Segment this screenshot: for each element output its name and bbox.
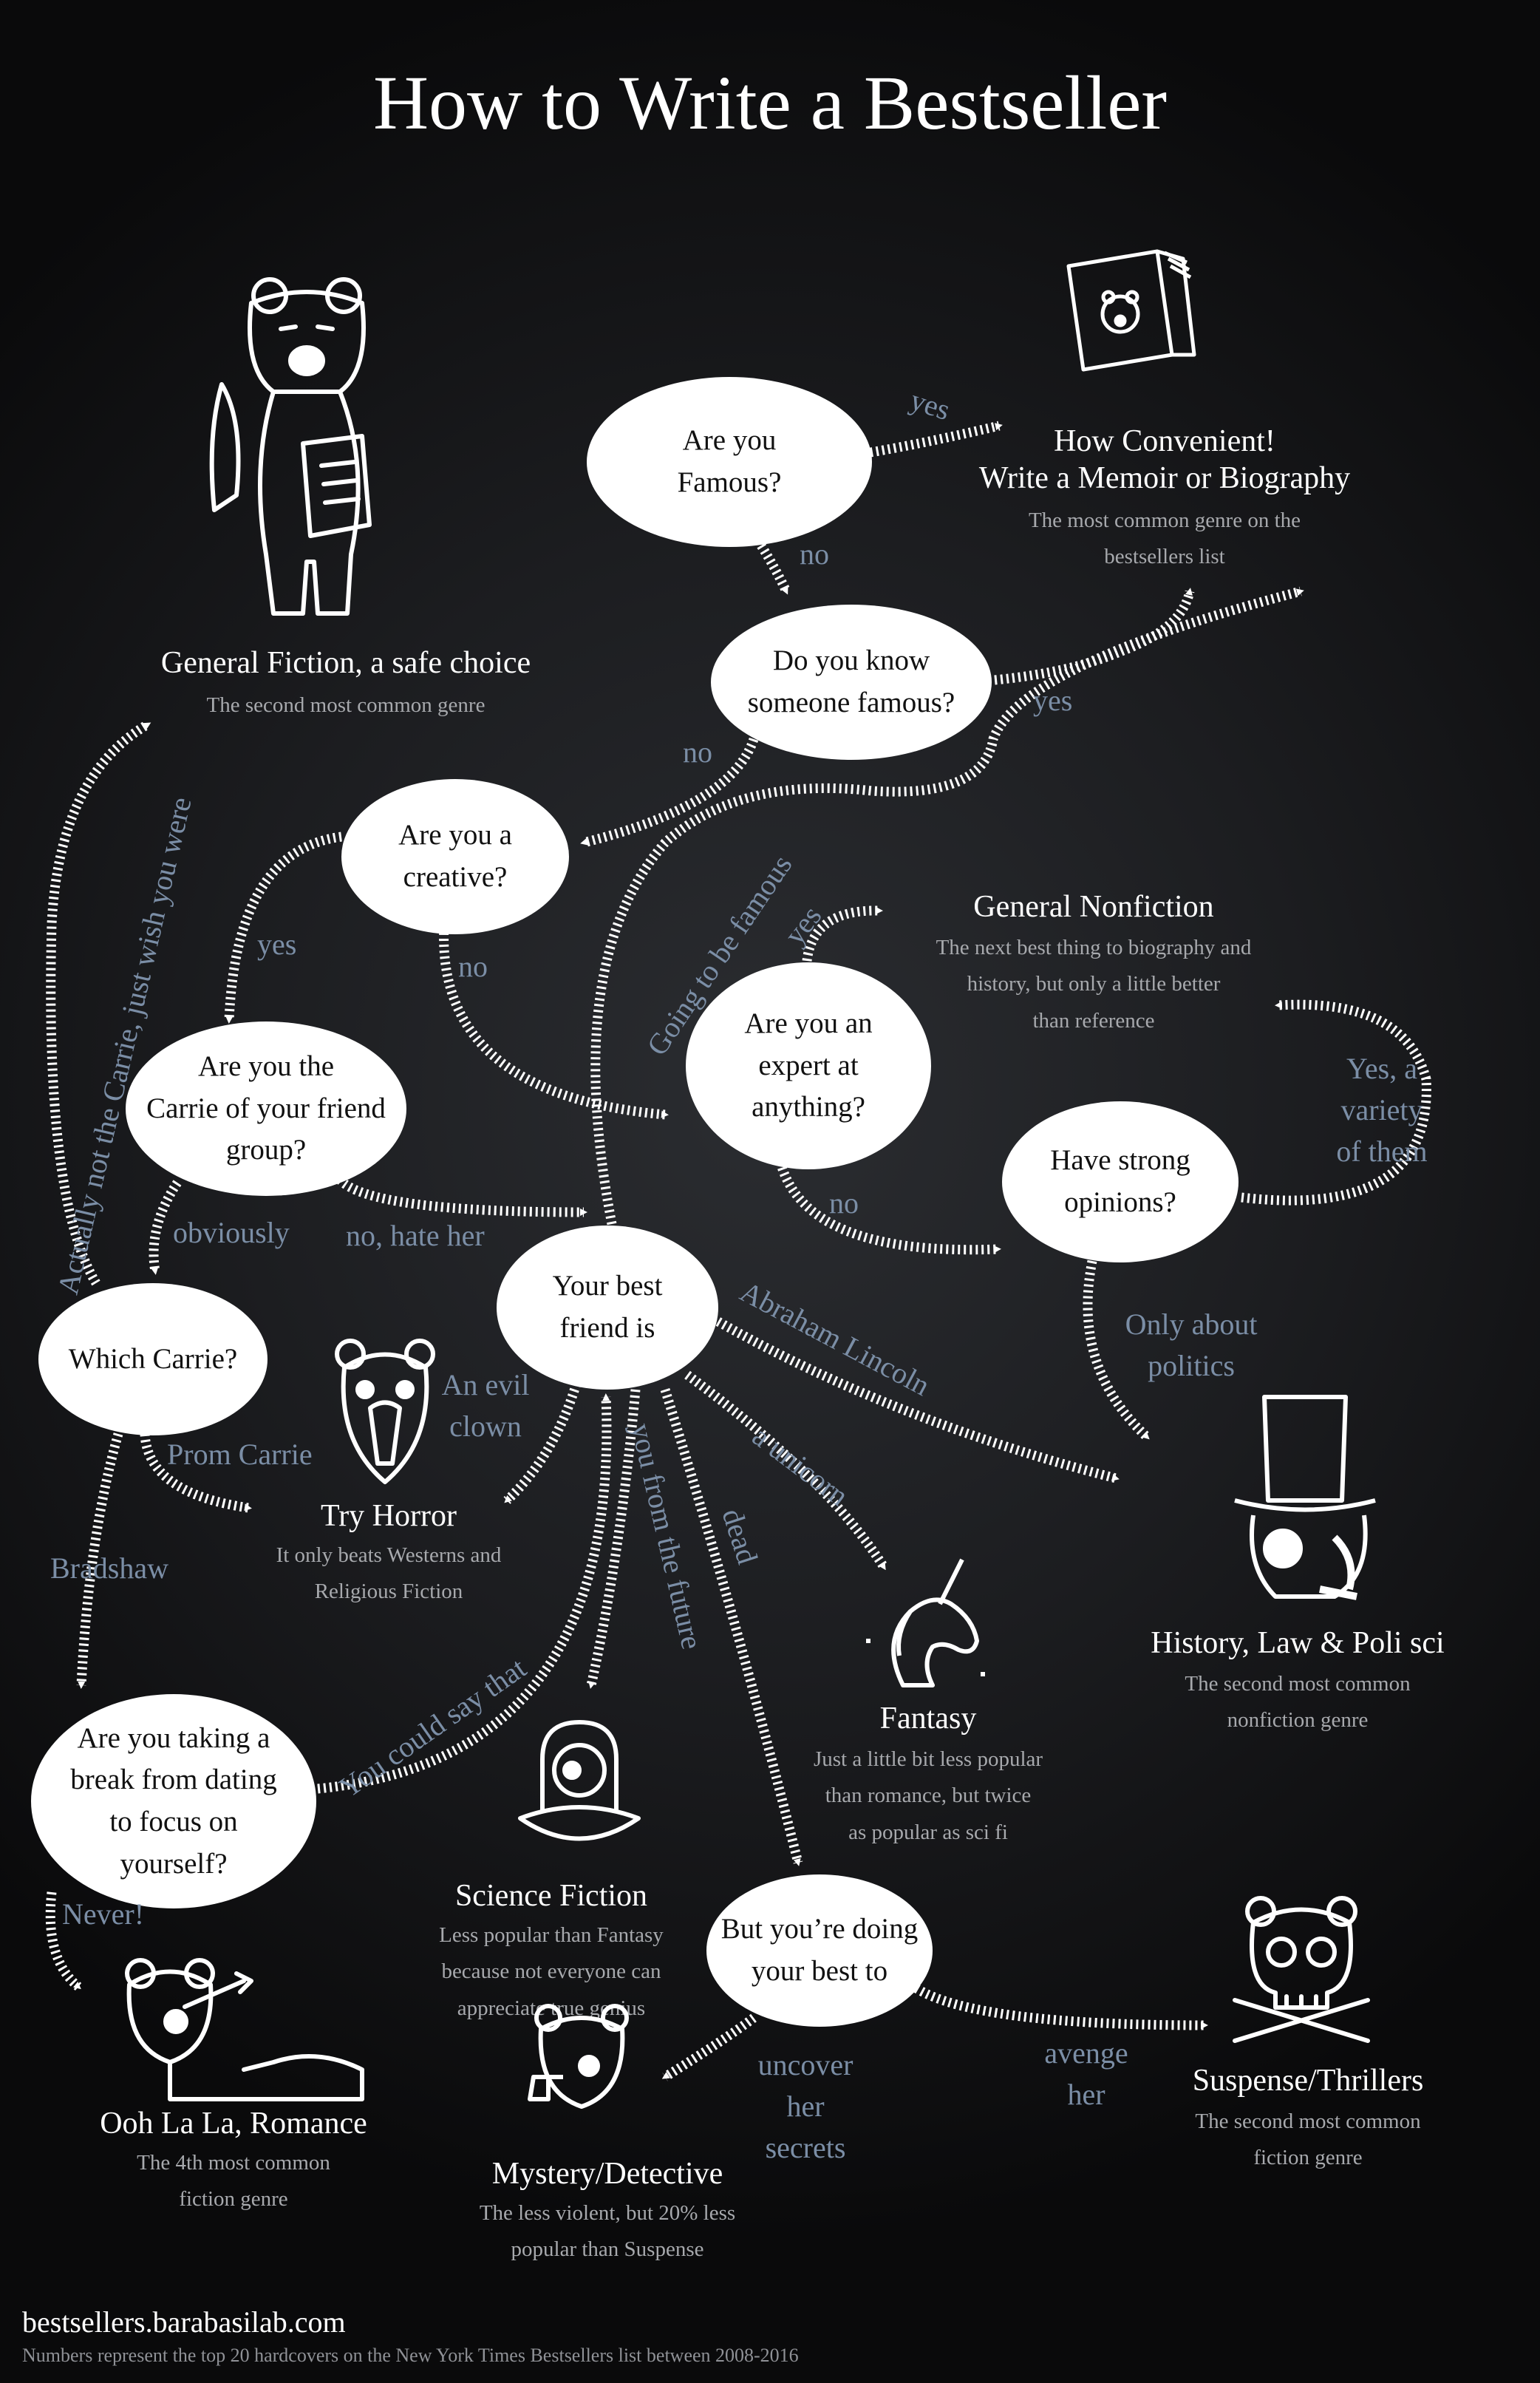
edge-label-yes-know: yes <box>1033 684 1073 717</box>
outcome-scifi-title: Science Fiction <box>454 1879 648 1913</box>
arrow-famous-to-know <box>757 543 791 595</box>
outcome-general-fiction-title: General Fiction, a safe choice <box>160 646 531 680</box>
question-doing-best: But you’re doing your best to <box>706 1874 933 2027</box>
question-expert: Are you an expert at anything? <box>686 962 931 1169</box>
outcome-fantasy-note: Just a little bit less popular than roma… <box>813 1747 1043 1844</box>
question-best-friend: Your best friend is <box>497 1226 718 1390</box>
top-hat-lincoln-icon <box>1224 1390 1386 1611</box>
alien-spaceship-icon <box>513 1715 646 1863</box>
arrow-doing-best-to-suspense <box>913 1984 1208 2030</box>
question-dating-break: Are you taking a break from dating to fo… <box>31 1694 316 1908</box>
edge-label-no-expert: no <box>829 1186 859 1220</box>
question-opinions: Have strong opinions? <box>1002 1101 1239 1262</box>
footer-note: Numbers represent the top 20 hardcovers … <box>22 2345 799 2366</box>
arrow-know-to-creative <box>580 737 759 848</box>
question-famous: Are you Famous? <box>587 377 872 547</box>
outcome-memoir-title: How Convenient! Write a Memoir or Biogra… <box>978 424 1351 496</box>
edge-label-bradshaw: Bradshaw <box>50 1551 168 1585</box>
bear-writer-illustration <box>192 273 414 628</box>
bear-romance-illustration <box>96 1951 377 2107</box>
outcome-mystery-title: Mystery/Detective <box>491 2157 723 2191</box>
edge-label-no-creative: no <box>458 950 488 983</box>
question-which-carrie: Which Carrie? <box>38 1283 268 1435</box>
outcome-fantasy-title: Fantasy <box>879 1702 977 1736</box>
arrow-best-friend-to-horror <box>503 1382 582 1504</box>
outcome-history-title: History, Law & Poli sci <box>1151 1626 1445 1660</box>
arrow-know-to-memoir <box>994 588 1195 685</box>
outcome-general-fiction-note: The second most common genre <box>206 693 485 717</box>
clown-bear-icon <box>330 1338 440 1486</box>
arrow-best-friend-to-memoir <box>590 586 1304 1226</box>
outcome-horror-title: Try Horror <box>321 1499 457 1533</box>
question-carrie: Are you the Carrie of your friend group? <box>126 1021 406 1196</box>
edge-label-avenge: avenge her <box>1044 2036 1128 2111</box>
arrow-expert-to-general-nonfiction <box>802 905 883 962</box>
arrow-creative-to-expert <box>439 914 669 1120</box>
outcome-general-nonfiction-note: The next best thing to biography and his… <box>936 936 1252 1033</box>
arrow-which-to-horror <box>140 1433 252 1513</box>
edge-label-prom-carrie: Prom Carrie <box>167 1438 313 1471</box>
book-icon <box>1054 244 1202 377</box>
outcome-romance-title: Ooh La La, Romance <box>100 2107 367 2141</box>
arrow-carrie-to-which <box>149 1180 182 1275</box>
page-title: How to Write a Bestseller <box>372 61 1168 146</box>
unicorn-icon <box>851 1552 999 1700</box>
arrow-expert-to-opinions <box>775 1160 1001 1255</box>
edge-label-evil-clown: An evil clown <box>441 1368 530 1443</box>
question-know-famous: Do you know someone famous? <box>711 605 992 760</box>
edge-label-never: Never! <box>62 1897 145 1931</box>
arrow-best-friend-to-fantasy <box>684 1370 888 1571</box>
edge-label-no-know: no <box>683 735 712 769</box>
edge-label-only-politics: Only about politics <box>1125 1308 1258 1382</box>
arrow-famous-to-memoir <box>869 421 1003 458</box>
skull-crossbones-icon <box>1224 1889 1379 2044</box>
edge-label-no-famous: no <box>800 537 829 571</box>
outcome-suspense-title: Suspense/Thrillers <box>1192 2064 1424 2098</box>
outcome-general-nonfiction-title: General Nonfiction <box>973 890 1214 924</box>
detective-bear-icon <box>519 1996 644 2121</box>
edge-label-uncover: uncover her secrets <box>757 2048 854 2164</box>
edge-label-no-hate: no, hate her <box>346 1219 485 1252</box>
outcome-suspense-note: The second most common fiction genre <box>1195 2110 1421 2170</box>
footer-url[interactable]: bestsellers.barabasilab.com <box>22 2305 346 2339</box>
edge-label-yes-creative: yes <box>257 928 297 961</box>
outcome-memoir-note: The most common genre on the bestsellers… <box>1028 509 1301 569</box>
arrow-best-friend-to-scifi <box>586 1389 641 1689</box>
outcome-romance-note: The 4th most common fiction genre <box>137 2151 330 2212</box>
outcome-history-note: The second most common nonfiction genre <box>1185 1672 1411 1733</box>
edge-label-obviously: obviously <box>173 1216 290 1249</box>
arrow-carrie-to-best-friend <box>336 1176 587 1217</box>
outcome-horror-note: It only beats Westerns and Religious Fic… <box>276 1543 502 1604</box>
question-creative: Are you a creative? <box>341 779 569 934</box>
edge-label-yes-variety: Yes, a variety of them <box>1336 1052 1428 1168</box>
outcome-mystery-note: The less violent, but 20% less popular t… <box>479 2201 736 2262</box>
